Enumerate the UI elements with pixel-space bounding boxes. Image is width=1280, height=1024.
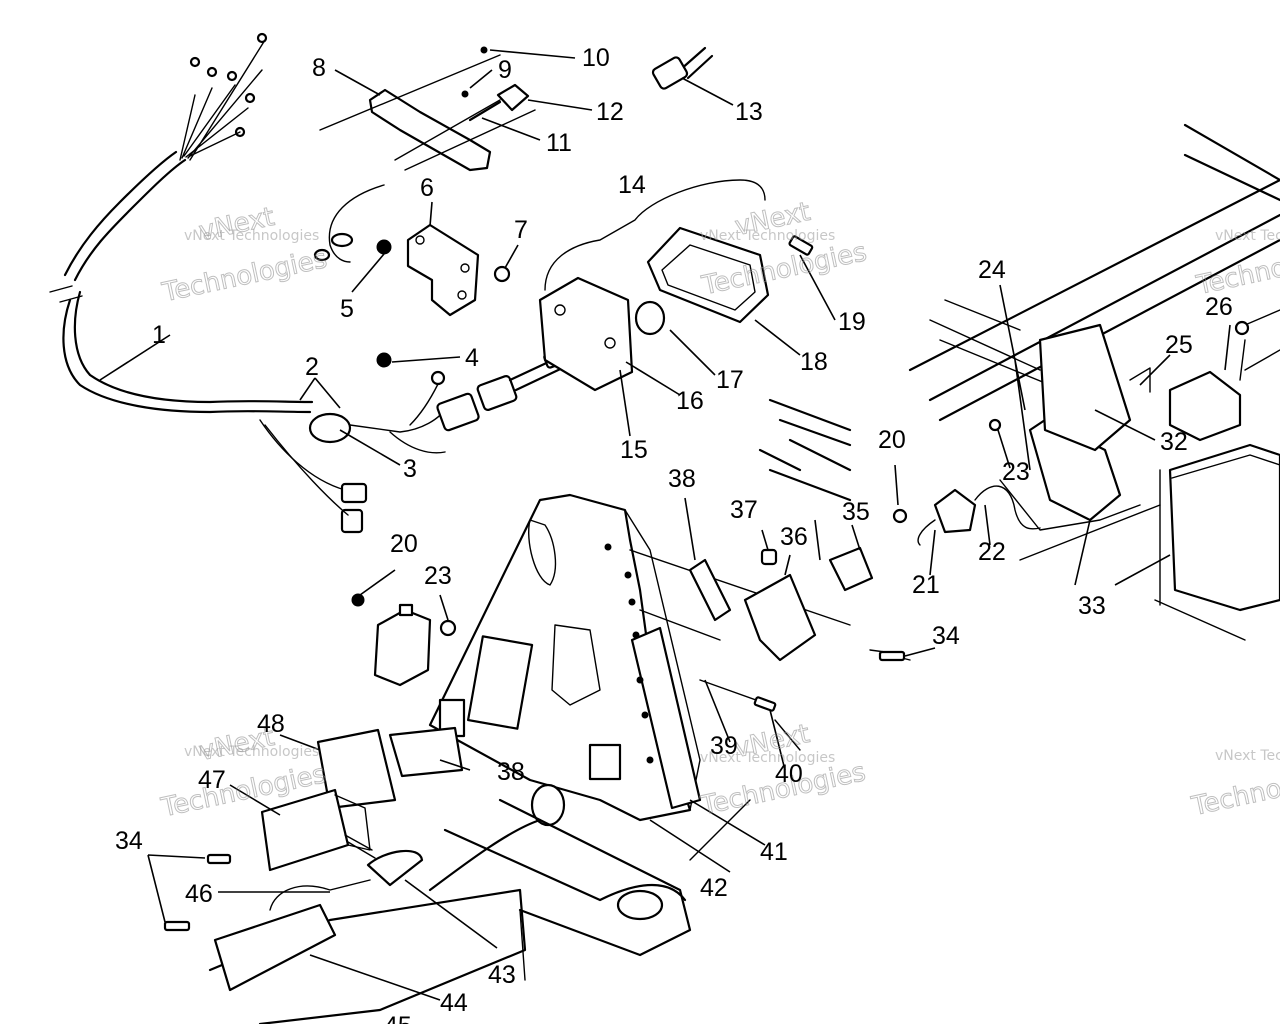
callout-6: 6 xyxy=(420,174,434,202)
callout-19: 19 xyxy=(838,308,866,336)
bracket-8 xyxy=(319,46,536,172)
callout-2: 2 xyxy=(305,353,319,381)
callout-42: 42 xyxy=(700,874,728,902)
callout-3: 3 xyxy=(403,455,417,483)
callout-24: 24 xyxy=(978,256,1006,284)
watermarks: vNext vNext Technologies Technologies vN… xyxy=(158,196,1280,824)
callout-20-right: 20 xyxy=(878,426,906,454)
callout-34-right: 34 xyxy=(932,622,960,650)
callout-21: 21 xyxy=(912,571,940,599)
callout-9: 9 xyxy=(498,56,512,84)
watermark-small: vNext Technologies xyxy=(700,750,835,766)
callout-48: 48 xyxy=(257,710,285,738)
frame-lower xyxy=(208,398,852,1024)
connector-13 xyxy=(651,46,714,90)
callout-46: 46 xyxy=(185,880,213,908)
callout-35: 35 xyxy=(842,498,870,526)
watermark-small: vNext Technologies xyxy=(1215,748,1280,764)
callout-15: 15 xyxy=(620,436,648,464)
watermark-small: vNext Technologies xyxy=(700,228,835,244)
callout-13: 13 xyxy=(735,98,763,126)
watermark-line2: Technologies xyxy=(159,244,330,308)
callout-5: 5 xyxy=(340,295,354,323)
callout-8: 8 xyxy=(312,54,326,82)
callout-23-right: 23 xyxy=(1002,458,1030,486)
callout-44: 44 xyxy=(440,989,468,1017)
bracket-6 xyxy=(313,184,511,368)
callout-16: 16 xyxy=(676,387,704,415)
callout-33: 33 xyxy=(1078,592,1106,620)
callout-34-left: 34 xyxy=(115,827,143,855)
callout-20-left: 20 xyxy=(390,530,418,558)
callout-38-bottom: 38 xyxy=(497,758,525,786)
callout-17: 17 xyxy=(716,366,744,394)
callout-22: 22 xyxy=(978,538,1006,566)
callout-47: 47 xyxy=(198,766,226,794)
watermark-small: vNext Technologies xyxy=(184,744,319,760)
frame-right xyxy=(908,123,1280,641)
callout-numbers: 1 2 3 4 5 6 7 8 9 10 11 12 13 14 15 16 1… xyxy=(115,44,1233,1024)
center-plate xyxy=(428,493,851,827)
lower-left-boxes xyxy=(163,726,464,932)
callout-4: 4 xyxy=(465,344,479,372)
callout-7: 7 xyxy=(514,216,528,244)
tail-light-assembly xyxy=(538,179,814,392)
callout-1: 1 xyxy=(152,321,166,349)
callout-25: 25 xyxy=(1165,331,1193,359)
callout-11: 11 xyxy=(546,129,572,157)
callout-12: 12 xyxy=(596,98,624,126)
callout-37: 37 xyxy=(730,496,758,524)
watermark-small: vNext Technologies xyxy=(184,228,319,244)
leader-lines xyxy=(99,49,1231,1001)
ignition-coil xyxy=(351,593,457,687)
relay-21 xyxy=(892,418,1041,546)
callout-45: 45 xyxy=(384,1012,412,1024)
watermark-line2: Technologies xyxy=(1188,758,1280,822)
callout-43: 43 xyxy=(488,961,516,989)
callout-14: 14 xyxy=(618,171,646,199)
callout-40: 40 xyxy=(775,760,803,788)
callout-26: 26 xyxy=(1205,293,1233,321)
watermark-small: vNext Technologies xyxy=(1215,228,1280,244)
callout-41: 41 xyxy=(760,838,788,866)
callout-10: 10 xyxy=(582,44,610,72)
callout-36: 36 xyxy=(780,523,808,551)
cdi-box xyxy=(688,546,911,751)
callout-39: 39 xyxy=(710,732,738,760)
callout-23-left: 23 xyxy=(424,562,452,590)
callout-38-top: 38 xyxy=(668,465,696,493)
callout-32: 32 xyxy=(1160,428,1188,456)
callout-18: 18 xyxy=(800,348,828,376)
